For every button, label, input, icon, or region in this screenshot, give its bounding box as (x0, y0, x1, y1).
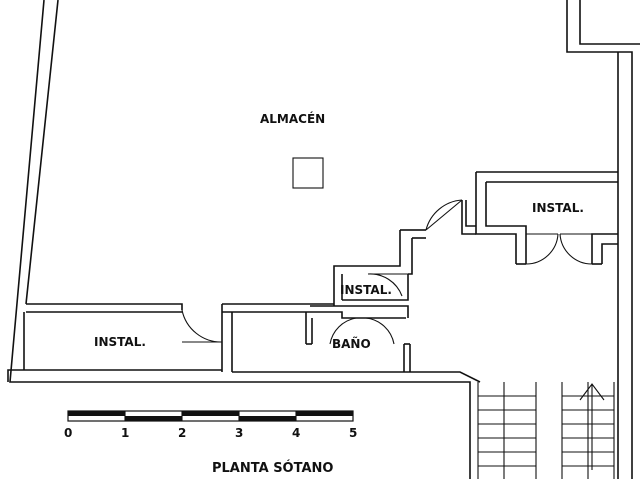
scale-tick-3: 3 (235, 426, 243, 440)
stair-treads-left (478, 395, 536, 467)
label-almacen: ALMACÉN (260, 111, 325, 126)
instal-right-room (475, 171, 618, 265)
scale-tick-2: 2 (178, 426, 186, 440)
label-bano: BAÑO (332, 336, 371, 351)
pillar (292, 157, 324, 189)
label-instal-right: INSTAL. (532, 201, 584, 215)
label-instal-left: INSTAL. (94, 335, 146, 349)
stair-direction-arrow (579, 383, 605, 470)
stair-treads-right (562, 395, 614, 467)
stairs (477, 382, 615, 479)
plan-title: PLANTA SÓTANO (212, 460, 333, 476)
outer-walls (7, 0, 640, 479)
scale-bar: 0 1 2 3 4 5 (64, 410, 357, 440)
scale-tick-4: 4 (292, 426, 300, 440)
lower-rooms (23, 303, 411, 373)
scale-tick-1: 1 (121, 426, 129, 440)
scale-tick-0: 0 (64, 426, 72, 440)
central-walls (333, 199, 476, 306)
scale-tick-5: 5 (349, 426, 357, 440)
label-instal-center: INSTAL. (340, 283, 392, 297)
